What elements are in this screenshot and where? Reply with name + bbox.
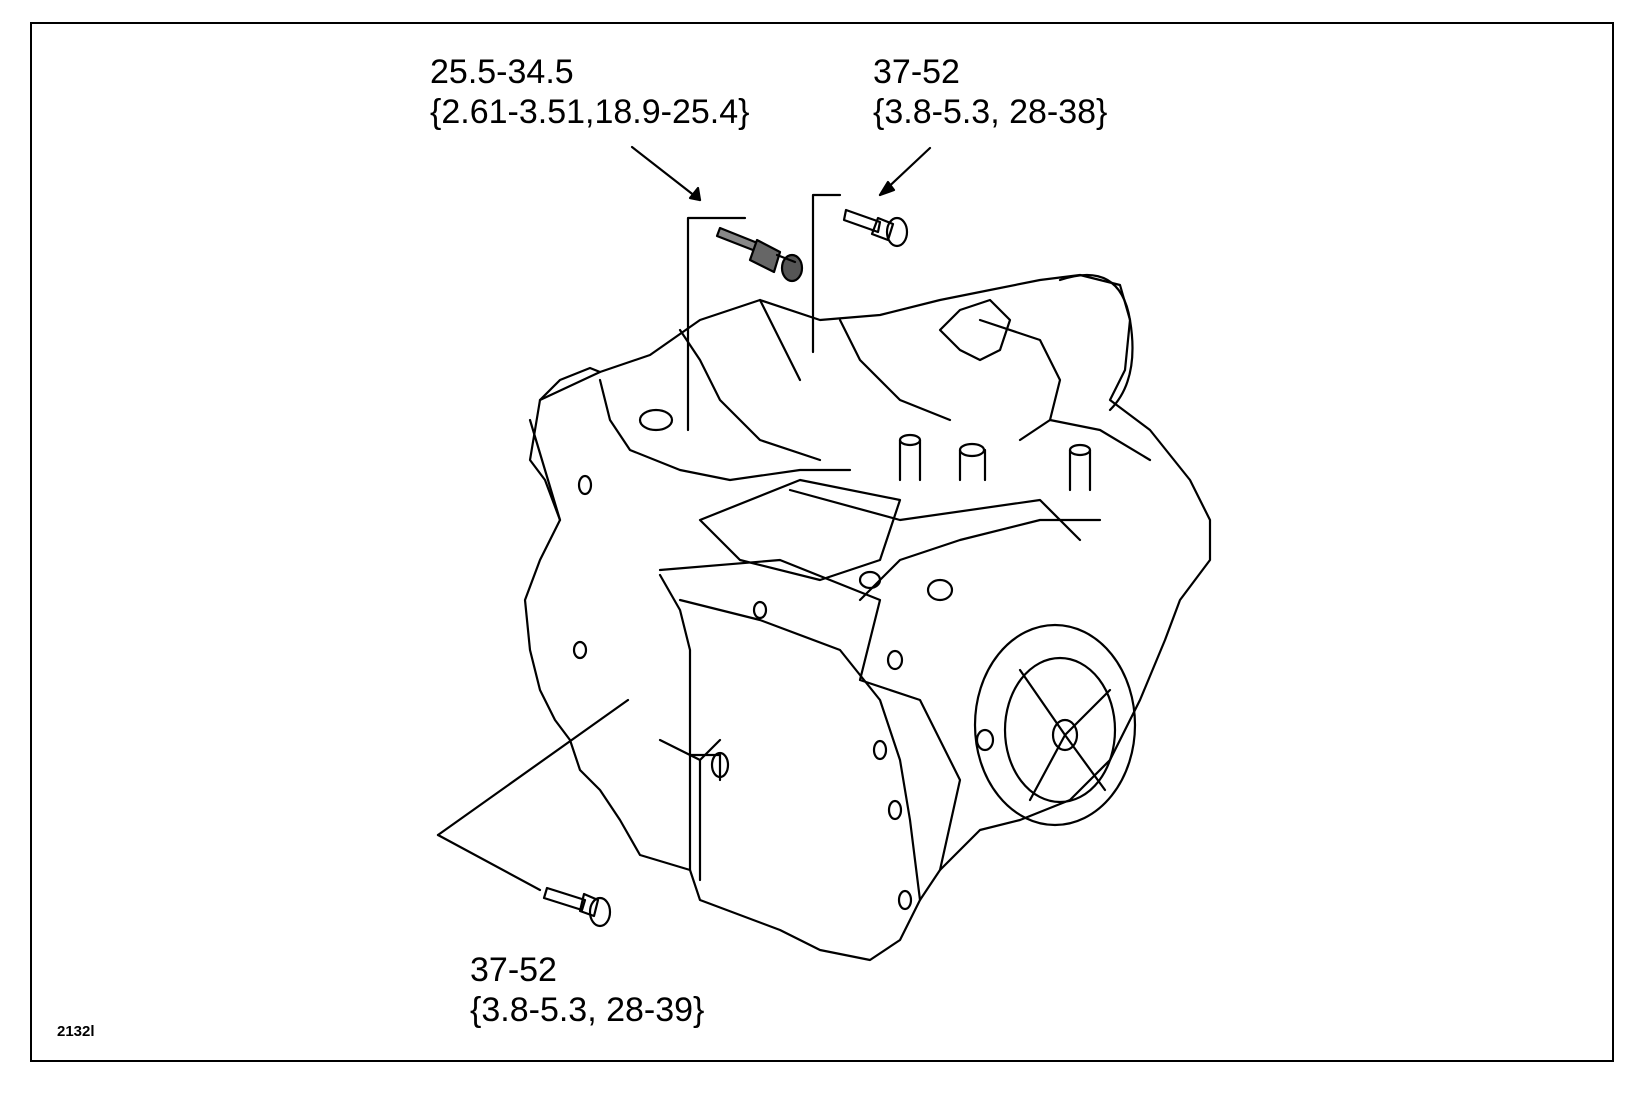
bolt-icon-upper-right (842, 208, 909, 248)
torque-value-nm: 25.5-34.5 (430, 53, 574, 91)
transaxle-body (523, 273, 1212, 962)
leader-lines (436, 145, 932, 892)
torque-callout-upper-left: 25.5-34.5 {2.61-3.51,18.9-25.4} (430, 52, 750, 132)
torque-callout-lower-left: 37-52 {3.8-5.3, 28-39} (470, 950, 704, 1030)
figure-frame (30, 22, 1614, 1062)
bolt-icon-lower-left (542, 886, 612, 928)
torque-value-alt-units: {3.8-5.3, 28-39} (470, 991, 705, 1029)
torque-value-nm: 37-52 (873, 53, 960, 91)
torque-value-alt-units: {3.8-5.3, 28-38} (873, 93, 1108, 131)
torque-value-nm: 37-52 (470, 951, 557, 989)
torque-callout-upper-right: 37-52 {3.8-5.3, 28-38} (873, 52, 1107, 132)
figure-id: 2132l (57, 1023, 95, 1040)
torque-value-alt-units: {2.61-3.51,18.9-25.4} (430, 93, 750, 131)
bolt-icon-upper-left (715, 226, 804, 283)
